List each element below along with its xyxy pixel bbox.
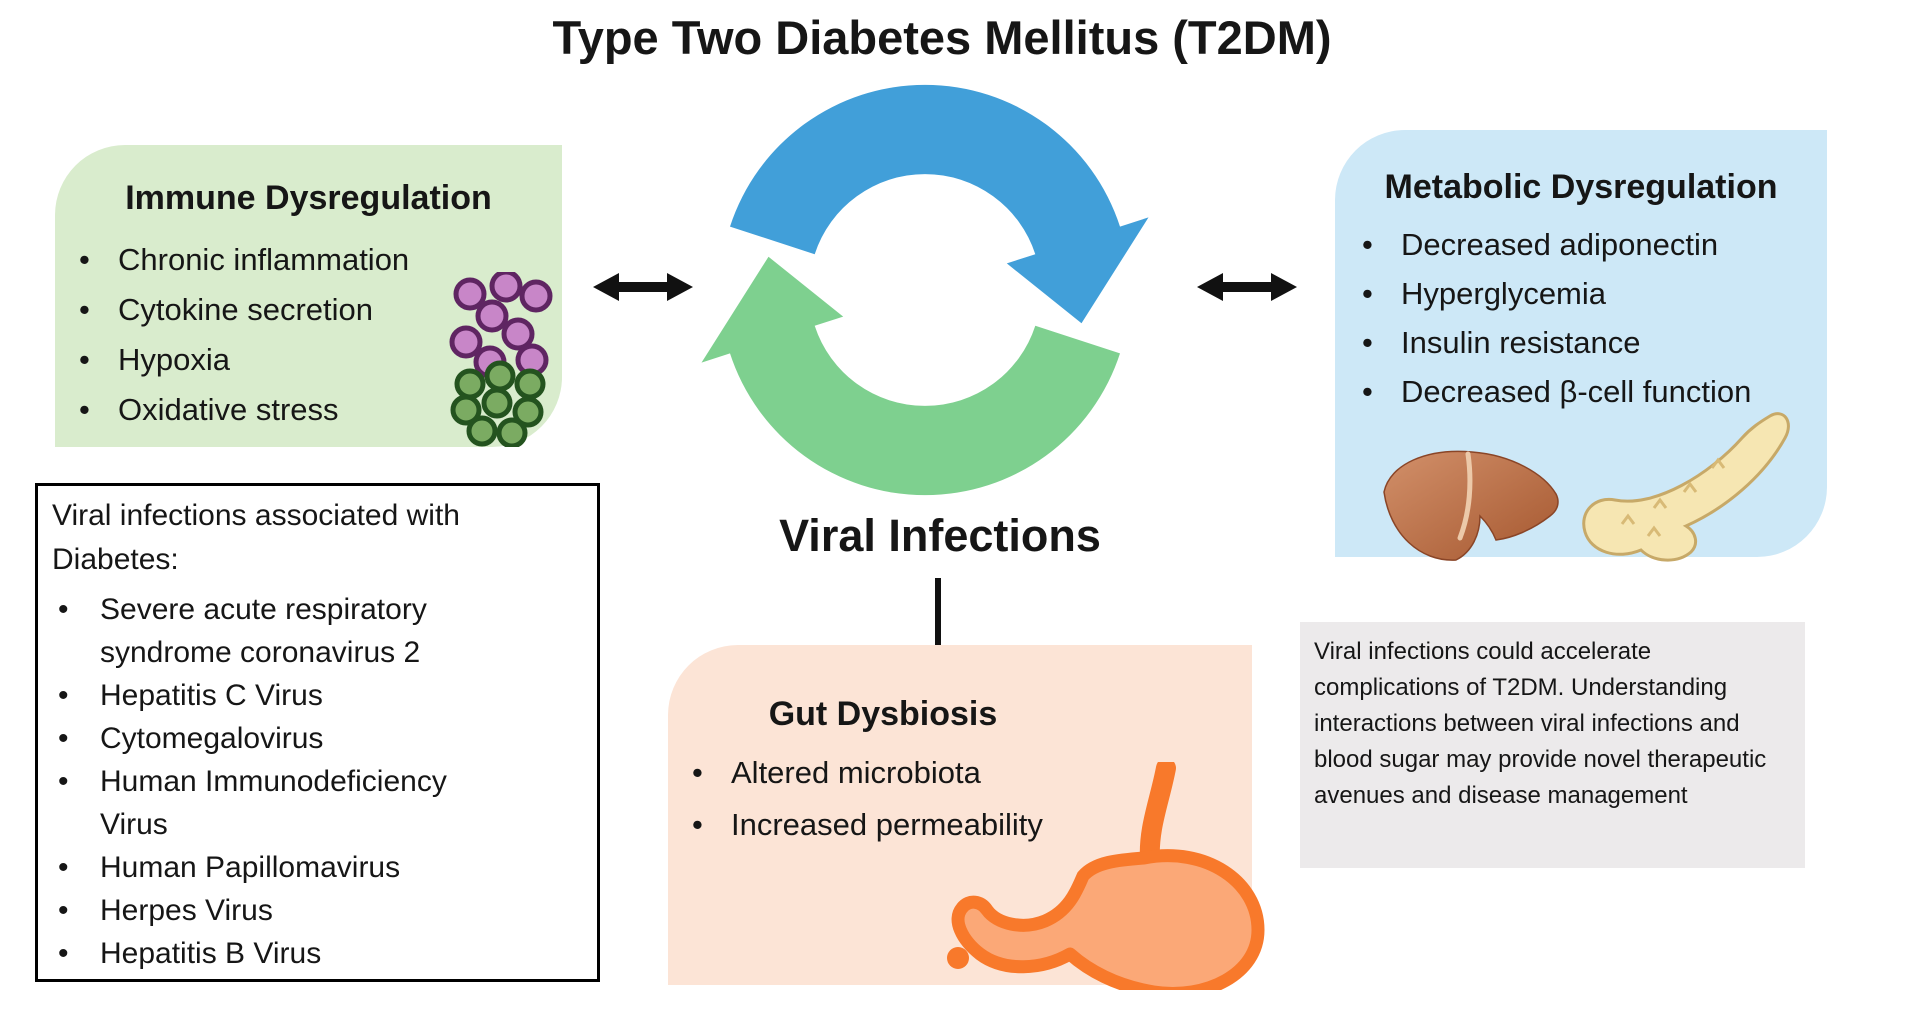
- gut-list: Altered microbiota Increased permeabilit…: [690, 747, 1043, 851]
- virus-list-item: Cytomegalovirus: [58, 717, 500, 760]
- immune-item: Cytokine secretion: [77, 285, 409, 335]
- oxidative-cells-icon: [450, 360, 546, 447]
- liver-icon: [1383, 450, 1559, 561]
- virus-list-item: Hepatitis B Virus: [58, 932, 500, 975]
- immune-card-title: Immune Dysregulation: [125, 179, 492, 217]
- double-arrow-right-icon: [1197, 273, 1297, 301]
- immune-item: Chronic inflammation: [77, 235, 409, 285]
- virus-list-item: Severe acute respiratory syndrome corona…: [58, 588, 500, 674]
- gut-item: Increased permeability: [690, 799, 1043, 851]
- gut-card-title: Gut Dysbiosis: [768, 695, 998, 733]
- metabolic-list: Decreased adiponectin Hyperglycemia Insu…: [1360, 220, 1761, 416]
- cytokine-cells-icon: [449, 272, 553, 379]
- cell-clusters: [449, 272, 553, 447]
- cycle-green-arrow: [701, 256, 1120, 496]
- virus-list: Severe acute respiratory syndrome corona…: [58, 588, 500, 975]
- immune-item: Oxidative stress: [77, 385, 409, 435]
- metabolic-item: Decreased β-cell function: [1360, 367, 1761, 416]
- stomach-icon: [947, 762, 1265, 990]
- cycle-blue-arrow: [730, 84, 1149, 324]
- immune-item: Hypoxia: [77, 335, 409, 385]
- pancreas-icon: [1582, 412, 1790, 562]
- viral-infections-label: Viral Infections: [779, 510, 1101, 561]
- gut-item: Altered microbiota: [690, 747, 1043, 799]
- virus-list-title: Viral infections associated with Diabete…: [52, 499, 460, 576]
- immune-list: Chronic inflammation Cytokine secretion …: [77, 235, 409, 435]
- virus-list-item: Human Papillomavirus: [58, 846, 500, 889]
- virus-list-box: Viral infections associated with Diabete…: [35, 483, 600, 982]
- metabolic-item: Hyperglycemia: [1360, 269, 1761, 318]
- page-title: Type Two Diabetes Mellitus (T2DM): [552, 11, 1332, 64]
- metabolic-item: Insulin resistance: [1360, 318, 1761, 367]
- virus-list-item: Hepatitis C Virus: [58, 674, 500, 717]
- double-arrow-left-icon: [593, 273, 693, 301]
- note-text: Viral infections could accelerate compli…: [1314, 638, 1767, 809]
- note-box: Viral infections could accelerate compli…: [1300, 622, 1805, 868]
- virus-list-item: Human Immunodeficiency Virus: [58, 760, 500, 846]
- virus-list-item: Herpes Virus: [58, 889, 500, 932]
- cycle-arrows-icon: [701, 84, 1149, 496]
- metabolic-item: Decreased adiponectin: [1360, 220, 1761, 269]
- metabolic-card-title: Metabolic Dysregulation: [1384, 168, 1778, 206]
